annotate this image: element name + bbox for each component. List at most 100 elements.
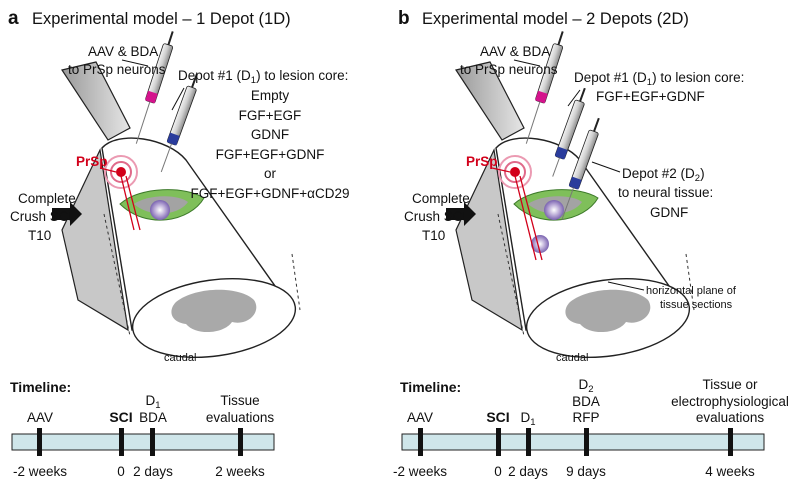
- section-plane-b: [497, 213, 695, 337]
- injection-label-b-1: AAV & BDA: [480, 44, 550, 59]
- timeline-tick-b-aav: [418, 428, 423, 456]
- condition-list-a: Empty FGF+EGF GDNF FGF+EGF+GDNF or FGF+E…: [191, 88, 350, 201]
- sci-label-b-3: T10: [422, 228, 445, 243]
- injection-label-a-2: to PrSp neurons: [68, 62, 166, 77]
- transduction-ring-b2: [498, 155, 532, 189]
- depot2-line2-b: to neural tissue:: [618, 185, 713, 200]
- leader-depot1-b: [567, 89, 581, 107]
- transduction-ring-b1: [504, 161, 526, 183]
- sci-label-b-1: Complete: [412, 191, 470, 206]
- timeline-top-label: BDA: [139, 410, 167, 425]
- condition-item: FGF+EGF: [239, 108, 302, 123]
- condition-item: or: [264, 166, 277, 181]
- timeline-bottom-label: -2 weeks: [393, 464, 447, 479]
- prsp-neuron-a: [116, 167, 126, 177]
- timeline-bar-a: [11, 433, 275, 451]
- leader-injection-a: [121, 59, 149, 67]
- leader-depot1-a: [171, 87, 185, 111]
- transduction-ring-a2: [104, 155, 138, 189]
- depot-blob-a: [150, 200, 170, 220]
- sci-label-b-2: Crush SCI: [404, 209, 466, 224]
- timeline-top-label: electrophysiological: [671, 394, 789, 409]
- timeline-top-label: SCI: [486, 409, 509, 425]
- injection-label-b-2: to PrSp neurons: [460, 62, 558, 77]
- timeline-top-label: SCI: [109, 409, 132, 425]
- timeline-tick-b-d2: [584, 428, 589, 456]
- leader-prsp-b: [491, 167, 511, 173]
- timeline-bottom-label: -2 weeks: [13, 464, 67, 479]
- depot1-content-b: FGF+EGF+GDNF: [596, 89, 705, 104]
- timeline-bottom-label: 0: [494, 464, 502, 479]
- sci-label-a-2: Crush SCI: [10, 209, 72, 224]
- condition-item: FGF+EGF+GDNF: [216, 147, 325, 162]
- panel-b-title: Experimental model – 2 Depots (2D): [422, 10, 689, 28]
- dura-flap-a: [61, 61, 131, 141]
- section-plane-a: [103, 213, 301, 337]
- timeline-title-b: Timeline:: [400, 379, 461, 395]
- timeline-tick-b-d1: [526, 428, 531, 456]
- axons-a: [120, 175, 141, 231]
- timeline-bottom-label: 4 weeks: [705, 464, 755, 479]
- sci-label-a-1: Complete: [18, 191, 76, 206]
- spinal-cord-illustration-b: [446, 61, 695, 359]
- caudal-label-a: caudal: [164, 352, 196, 364]
- timeline-title-a: Timeline:: [10, 379, 71, 395]
- syringe-depot1-b: [552, 87, 586, 177]
- depot2-content-b: GDNF: [650, 205, 688, 220]
- cord-side-b: [455, 147, 523, 332]
- syringe-depot1-a: [160, 73, 198, 173]
- timeline-bottom-label: 2 days: [508, 464, 548, 479]
- timeline-a: Timeline: AAV SCI D1 BDA Tissue evaluati…: [10, 379, 275, 479]
- leader-plane-b: [607, 281, 645, 291]
- prsp-label-a: PrSp: [76, 154, 108, 169]
- gray-matter-b: [565, 289, 651, 333]
- spinal-cord-illustration-a: [52, 61, 301, 359]
- dura-flap-b: [455, 61, 525, 141]
- timeline-b: Timeline: AAV SCI D1 D2 BDA RFP Tissue o…: [393, 377, 789, 479]
- transduction-ring-a1: [110, 161, 132, 183]
- timeline-top-label: RFP: [573, 410, 600, 425]
- depot1-label-a: Depot #1 (D1) to lesion core:: [178, 68, 348, 86]
- timeline-top-label: Tissue or: [702, 377, 758, 392]
- depot1-blob-b: [544, 200, 564, 220]
- timeline-tick-a-tissue: [238, 428, 243, 456]
- timeline-tick-b-sci: [496, 428, 501, 456]
- leader-prsp-a: [99, 167, 117, 173]
- cord-side-a: [61, 147, 129, 332]
- condition-item: GDNF: [251, 127, 289, 142]
- timeline-bottom-label: 2 days: [133, 464, 173, 479]
- timeline-bottom-label: 0: [117, 464, 125, 479]
- depot2-label-b: Depot #2 (D2): [622, 166, 705, 184]
- plane-label-b-1: horizontal plane of: [646, 285, 737, 297]
- depot1-label-b: Depot #1 (D1) to lesion core:: [574, 70, 744, 88]
- leader-injection-b: [513, 59, 541, 67]
- panel-b-letter: b: [398, 8, 410, 29]
- panel-a: a Experimental model – 1 Depot (1D): [8, 8, 349, 479]
- timeline-top-label: evaluations: [696, 410, 765, 425]
- panel-a-letter: a: [8, 8, 19, 29]
- plane-label-b-2: tissue sections: [660, 299, 733, 311]
- timeline-top-label: Tissue: [220, 393, 259, 408]
- axons-b: [514, 175, 543, 261]
- timeline-d1-label-a: D1: [145, 393, 160, 411]
- prsp-label-b: PrSp: [466, 154, 498, 169]
- timeline-top-label: AAV: [27, 410, 53, 425]
- gray-matter-a: [171, 289, 257, 333]
- caudal-label-b: caudal: [556, 352, 588, 364]
- timeline-tick-a-aav: [37, 428, 42, 456]
- syringe-depot2-b: [561, 117, 600, 220]
- panel-b: b Experimental model – 2 Depots (2D): [393, 8, 789, 479]
- timeline-d2-label-b: D2: [578, 377, 593, 395]
- timeline-tick-b-tissue: [728, 428, 733, 456]
- leader-depot2-b: [591, 161, 621, 173]
- timeline-top-label: evaluations: [206, 410, 275, 425]
- injection-label-a-1: AAV & BDA: [88, 44, 158, 59]
- panel-a-title: Experimental model – 1 Depot (1D): [32, 10, 291, 28]
- timeline-top-label: BDA: [572, 394, 600, 409]
- syringe-aav-a: [135, 31, 174, 144]
- timeline-tick-a-sci: [119, 428, 124, 456]
- sci-label-a-3: T10: [28, 228, 51, 243]
- crush-arrow-b: [446, 202, 476, 226]
- timeline-tick-a-d1: [150, 428, 155, 456]
